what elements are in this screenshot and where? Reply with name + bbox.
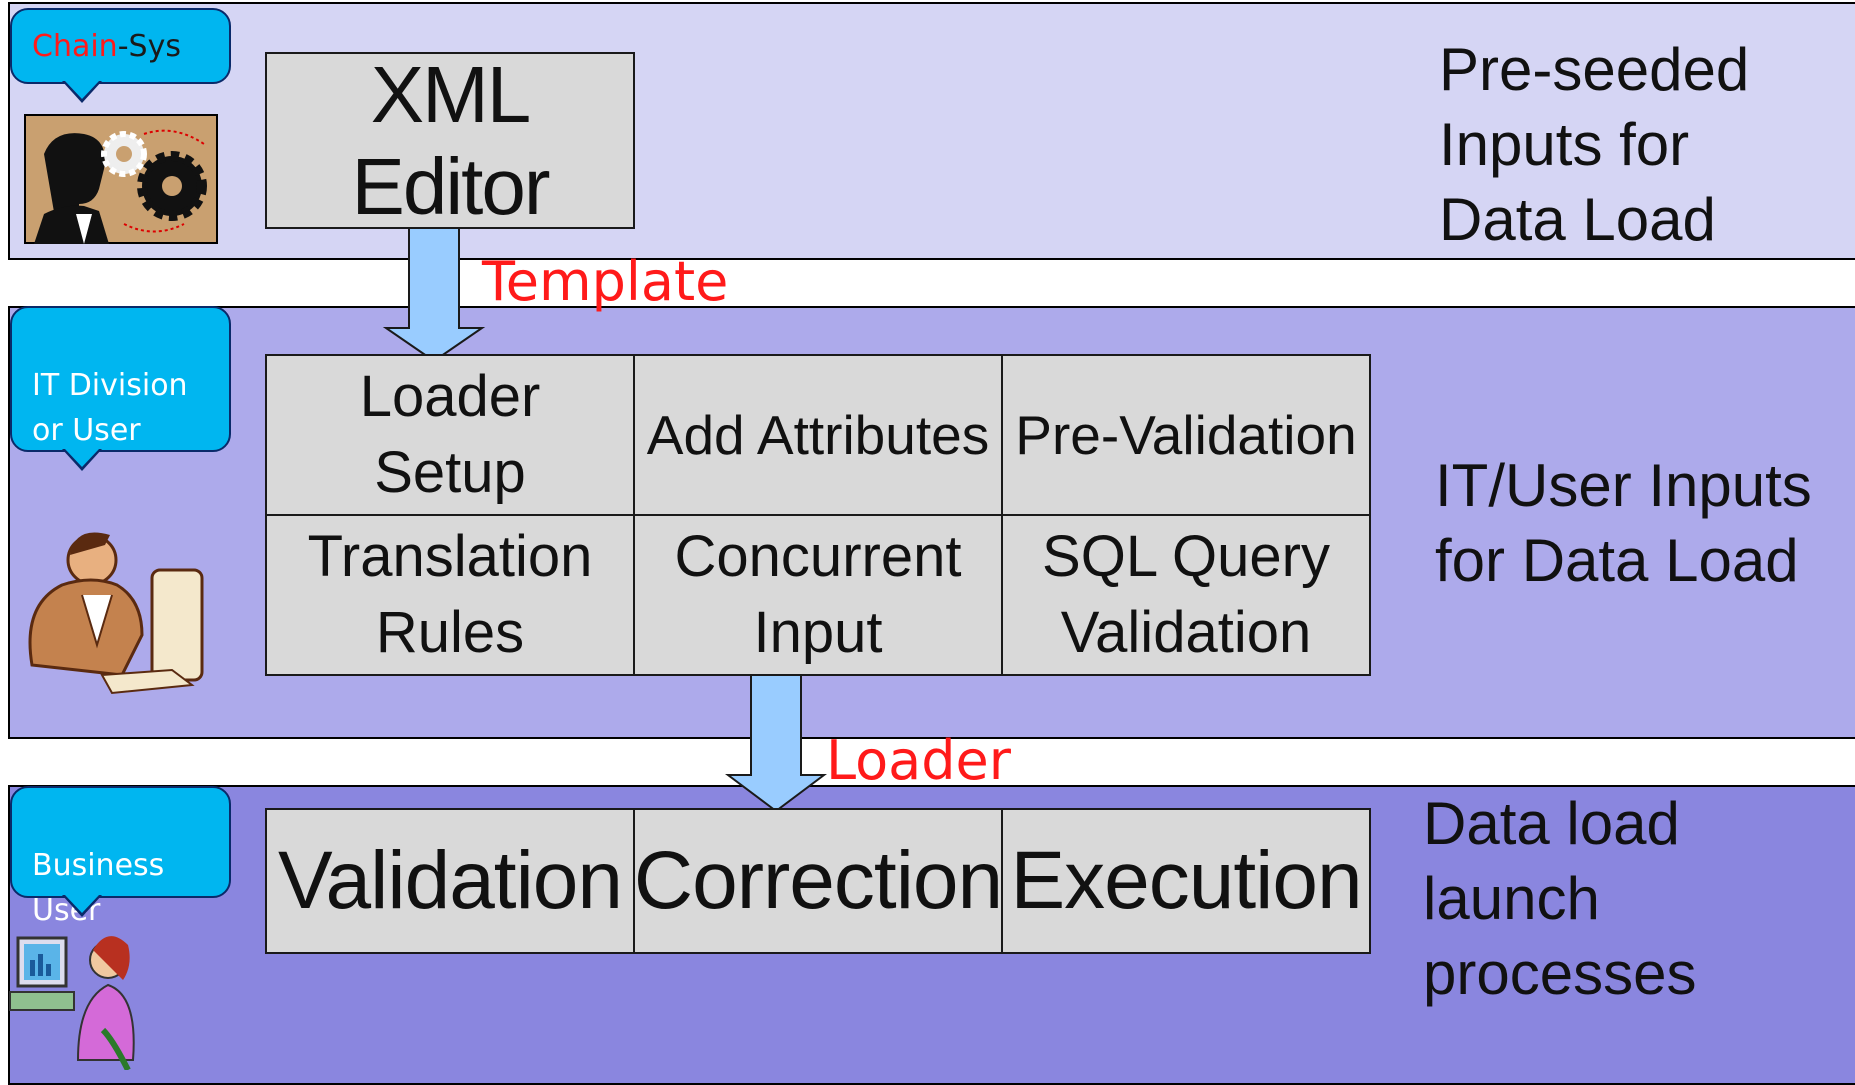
woman-computer-icon <box>9 936 135 1070</box>
description-launch-processes: Data load launch processes <box>1423 790 1697 1007</box>
down-arrow-template <box>382 227 486 363</box>
business-process-grid: Validation Correction Execution <box>265 808 1371 954</box>
role-callout-business-user: Business User <box>10 786 231 928</box>
role-callout-chain-sys: Chain-Sys <box>10 8 231 103</box>
sql-query-validation-box: SQL Query Validation <box>1003 516 1369 674</box>
down-arrow-loader <box>725 674 827 813</box>
role-text: IT Division or User <box>32 368 188 448</box>
arrow-label-template: Template <box>482 250 729 313</box>
execution-box: Execution <box>1003 810 1369 952</box>
role-prefix: Chain <box>32 29 118 64</box>
add-attributes-box: Add Attributes <box>635 356 1003 516</box>
translation-rules-box: Translation Rules <box>267 516 635 674</box>
person-computer-icon <box>28 532 204 695</box>
correction-box: Correction <box>634 810 1003 952</box>
it-input-grid: Loader Setup Add Attributes Pre-Validati… <box>265 354 1371 676</box>
loader-setup-box: Loader Setup <box>267 356 635 516</box>
pre-validation-box: Pre-Validation <box>1003 356 1369 516</box>
validation-box: Validation <box>267 810 635 952</box>
concurrent-input-box: Concurrent Input <box>635 516 1003 674</box>
gear-person-icon <box>24 114 218 244</box>
description-pre-seeded: Pre-seeded Inputs for Data Load <box>1439 36 1750 253</box>
arrow-label-loader: Loader <box>826 729 1011 792</box>
role-callout-it-division: IT Division or User <box>10 306 231 471</box>
role-suffix: -Sys <box>117 29 181 64</box>
description-it-user-inputs: IT/User Inputs for Data Load <box>1435 452 1812 594</box>
xml-editor-box: XML Editor <box>265 50 635 231</box>
